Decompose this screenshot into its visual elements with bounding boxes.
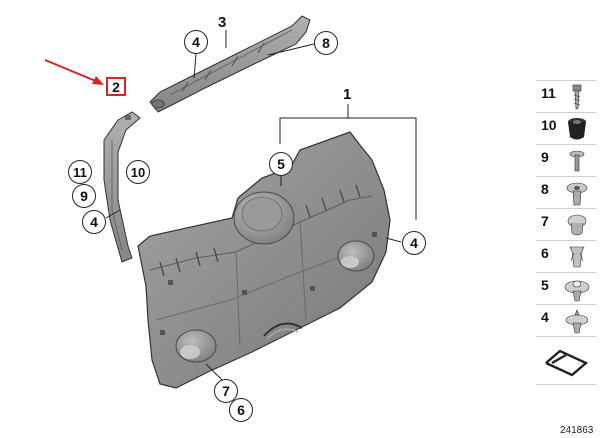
legend-item-7[interactable]: 7 [536,208,596,241]
legend-num: 11 [541,85,556,101]
tailgate-panel[interactable] [137,131,391,389]
legend-item-5[interactable]: 5 [536,272,596,305]
callout-6[interactable]: 6 [229,398,253,422]
legend-item-9[interactable]: 9 [536,144,596,177]
plug-icon [567,214,587,236]
legend-num: 8 [541,181,549,197]
pointer-arrowhead [92,76,104,85]
legend-num: 7 [541,213,549,229]
callout-4-right[interactable]: 4 [402,231,426,255]
callout-8[interactable]: 8 [314,31,338,55]
legend-item-11[interactable]: 11 [536,80,596,113]
callout-10[interactable]: 10 [126,160,150,184]
parts-legend: 11 10 9 8 [536,80,596,432]
callout-1[interactable]: 1 [343,86,352,103]
callout-4-pillar[interactable]: 4 [82,210,106,234]
legend-num: 4 [541,309,549,325]
legend-num: 9 [541,149,549,165]
callout-11[interactable]: 11 [68,160,92,184]
grommet-icon [568,118,586,140]
callout-2-highlighted[interactable]: 2 [106,77,126,96]
diagram-number: 241863 [560,425,594,436]
legend-bottom-divider [536,384,596,385]
bolt-icon [569,150,585,172]
trim-clip-icon [565,309,589,334]
callout-4-trim[interactable]: 4 [184,30,208,54]
legend-num: 5 [541,277,549,293]
kit-symbol-icon [545,349,589,377]
pointer-arrow [44,59,99,83]
callout-9[interactable]: 9 [72,184,96,208]
legend-num: 6 [541,245,549,261]
callout-5[interactable]: 5 [269,152,293,176]
push-rivet-icon [564,280,590,302]
upper-trim-part[interactable] [149,15,311,113]
screw-icon [572,84,582,110]
callout-3[interactable]: 3 [218,14,227,31]
legend-item-10[interactable]: 10 [536,112,596,145]
legend-item-8[interactable]: 8 [536,176,596,209]
legend-kit[interactable] [536,336,596,385]
side-trim-part-2[interactable] [103,111,141,263]
clip-icon [569,246,585,268]
legend-item-6[interactable]: 6 [536,240,596,273]
legend-num: 10 [541,117,557,133]
expanding-rivet-icon [566,182,588,206]
legend-item-4[interactable]: 4 [536,304,596,337]
leader-lines [105,30,417,383]
